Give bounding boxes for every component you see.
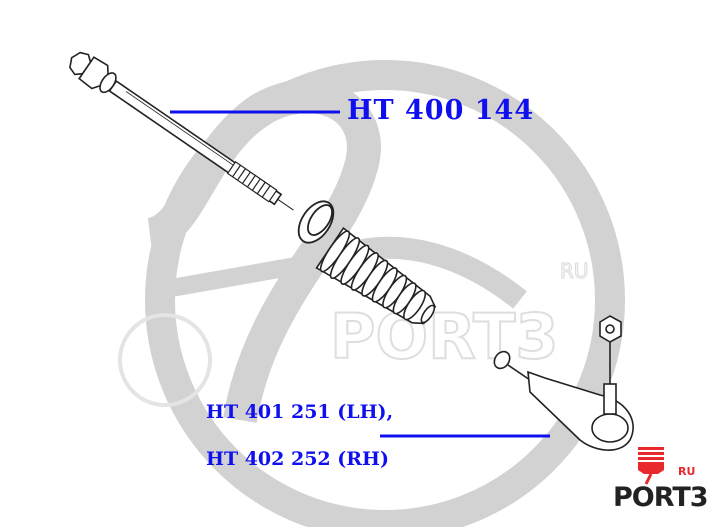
boot-clamp	[297, 200, 335, 244]
watermark-text: PORT3	[330, 300, 559, 373]
tie-rod-end-drawing	[493, 315, 634, 451]
steering-boot	[315, 226, 436, 325]
part-number-tie-rod-end-lh: HT 401 251 (LH),	[206, 401, 394, 423]
logo-wordmark: PORT3	[613, 482, 709, 513]
part-number-inner-tie-rod: HT 400 144	[347, 95, 535, 126]
logo-ru: RU	[678, 465, 696, 478]
watermark-ru: RU	[560, 259, 589, 283]
logo-piston-icon	[638, 447, 664, 485]
part-number-tie-rod-end-rh: HT 402 252 (RH)	[206, 448, 389, 470]
thread	[226, 161, 278, 203]
inner-tie-rod-drawing	[69, 51, 294, 211]
